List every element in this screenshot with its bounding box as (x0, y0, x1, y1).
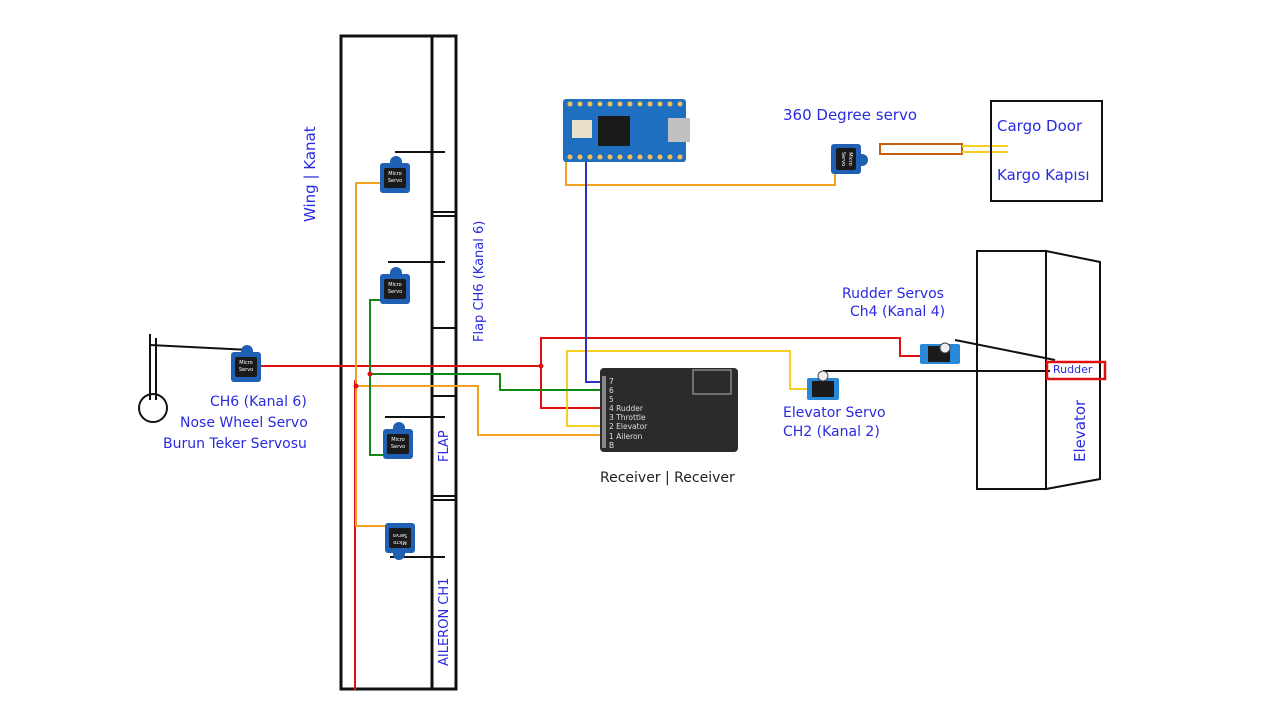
rudder-label: Rudder (1053, 363, 1093, 376)
receiver (600, 368, 738, 452)
cargo-door-label: Cargo Door (997, 117, 1083, 135)
wires (258, 162, 1056, 690)
wing-label: Wing | Kanat (301, 126, 319, 222)
nose-servo-tr-label: Burun Teker Servosu (163, 436, 307, 452)
wire-junctions (353, 363, 544, 389)
flap-ch6-label: Flap CH6 (Kanal 6) (472, 220, 487, 342)
nose-wheel (138, 334, 251, 423)
micro-servo-icon: Micro Servo (831, 144, 868, 174)
nose-servo-label: Nose Wheel Servo (180, 415, 308, 431)
flap-label: FLAP (437, 430, 452, 462)
micro-servo-icon: Micro Servo (380, 267, 410, 304)
receiver-pin: 5 (609, 395, 614, 405)
elevator-label: Elevator (1071, 399, 1089, 462)
receiver-pin: 3 Throttle (609, 413, 646, 423)
nose-ch6-label: CH6 (Kanal 6) (210, 394, 307, 410)
receiver-pin-list: 7 6 5 4 Rudder 3 Throttle 2 Elevator 1 A… (609, 377, 647, 450)
arduino-board (563, 99, 690, 162)
cargo-door-tr-label: Kargo Kapısı (997, 166, 1090, 184)
micro-servo-icon: Micro Servo (385, 523, 415, 560)
receiver-pin: B (609, 440, 615, 450)
rudder-servo-shape (920, 342, 960, 364)
cargo-door-box (990, 100, 1103, 202)
aileron-ch1-label: AILERON CH1 (437, 577, 452, 666)
receiver-label: Receiver | Receiver (600, 470, 735, 486)
micro-servo-icon: Micro Servo (380, 156, 410, 193)
wing (339, 34, 458, 691)
receiver-pin: 6 (609, 386, 614, 396)
wing-control-surfaces (385, 151, 456, 558)
degree-servo-label: 360 Degree servo (783, 106, 918, 124)
elevator-ch2-label: CH2 (Kanal 2) (783, 424, 880, 440)
receiver-pin: 2 Elevator (609, 422, 648, 432)
receiver-pin: 7 (609, 377, 614, 386)
servo-arm-cargo (879, 143, 1008, 155)
micro-servo-icon: Micro Servo (383, 422, 413, 459)
micro-servo-icon: Micro Servo (231, 345, 261, 382)
rudder-highlight (1045, 360, 1107, 381)
elevator-servo-label: Elevator Servo (783, 405, 886, 421)
rudder-servos-label: Rudder Servos (842, 286, 944, 302)
rudder-ch4-label: Ch4 (Kanal 4) (850, 304, 946, 320)
receiver-pin: 4 Rudder (609, 404, 644, 414)
elevator-servo-shape (807, 370, 839, 400)
receiver-pin: 1 Aileron (609, 431, 643, 441)
